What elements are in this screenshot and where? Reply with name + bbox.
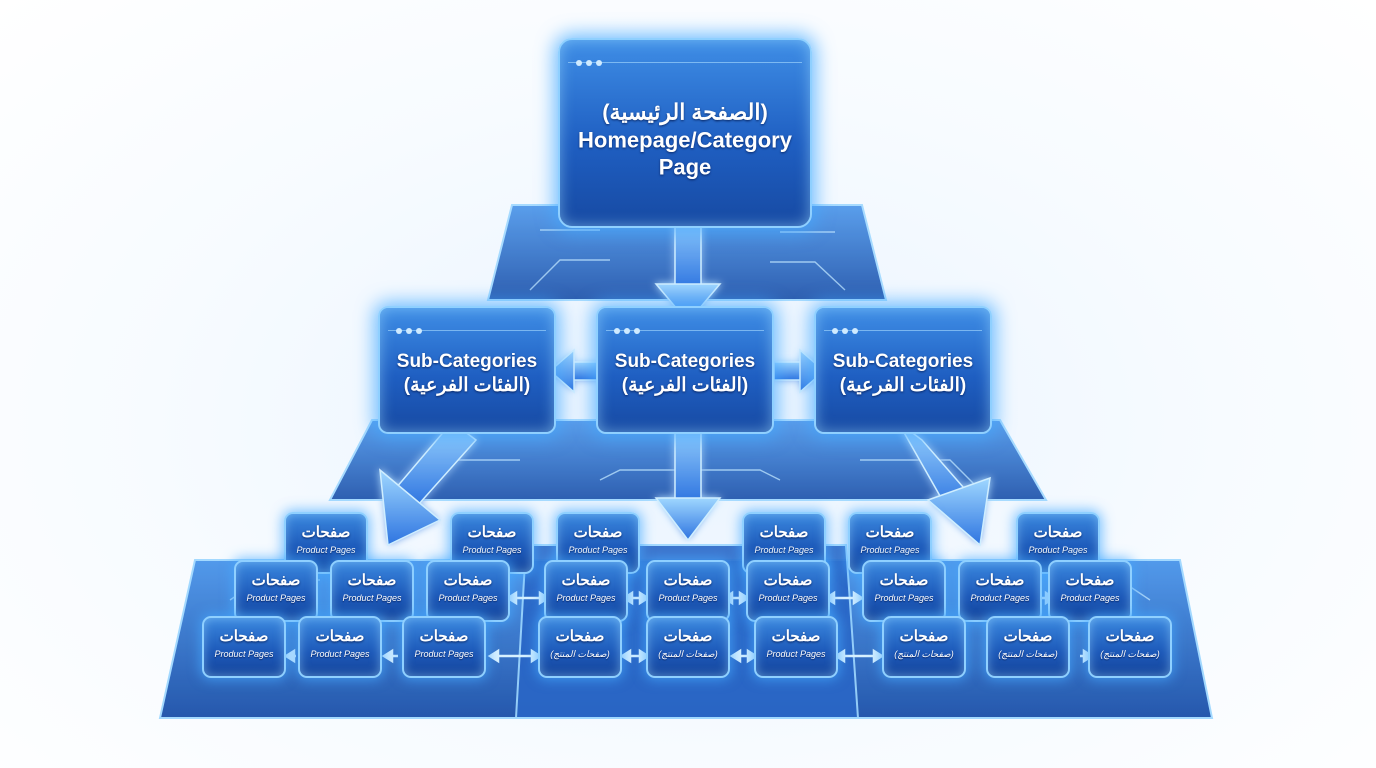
product-card-arabic: صفحات: [573, 524, 623, 541]
product-card: صفحات (صفحات المنتج): [538, 616, 622, 678]
product-card: صفحات (صفحات المنتج): [882, 616, 966, 678]
product-card: صفحات Product Pages: [426, 560, 510, 622]
product-card-arabic: صفحات: [663, 572, 713, 589]
product-card-arabic: صفحات: [879, 572, 929, 589]
product-card-english: Product Pages: [754, 545, 814, 555]
product-card-english: (صفحات المنتج): [1100, 649, 1160, 659]
product-card: صفحات Product Pages: [330, 560, 414, 622]
product-card-arabic: صفحات: [219, 628, 269, 645]
product-card-english: (صفحات المنتج): [894, 649, 954, 659]
product-card-arabic: صفحات: [1033, 524, 1083, 541]
product-card: صفحات Product Pages: [284, 512, 368, 574]
window-titlebar: [388, 316, 546, 334]
product-card: صفحات (صفحات المنتج): [646, 616, 730, 678]
product-card: صفحات (صفحات المنتج): [986, 616, 1070, 678]
product-card-arabic: صفحات: [443, 572, 493, 589]
subcategory-label-arabic: (الفئات الفرعية): [621, 374, 749, 396]
homepage-node: (الصفحة الرئيسية) Homepage/Category Page: [558, 38, 812, 228]
product-card-english: Product Pages: [1028, 545, 1088, 555]
product-card: صفحات Product Pages: [234, 560, 318, 622]
product-card: صفحات Product Pages: [746, 560, 830, 622]
product-card-arabic: صفحات: [419, 628, 469, 645]
product-card: صفحات Product Pages: [298, 616, 382, 678]
product-card: صفحات Product Pages: [958, 560, 1042, 622]
product-card-english: Product Pages: [438, 593, 498, 603]
product-card-arabic: صفحات: [555, 628, 605, 645]
product-card: صفحات (صفحات المنتج): [1088, 616, 1172, 678]
product-card-english: Product Pages: [568, 545, 628, 555]
window-titlebar: [824, 316, 982, 334]
arrow-sub-mid-to-products: [654, 421, 722, 542]
window-dots-icon: [396, 319, 426, 338]
window-dots-icon: [832, 319, 862, 338]
product-card-english: Product Pages: [556, 593, 616, 603]
subcategory-label: Sub-Categories (الفئات الفرعية): [598, 350, 772, 398]
product-card-english: Product Pages: [874, 593, 934, 603]
product-card: صفحات Product Pages: [646, 560, 730, 622]
product-card-english: Product Pages: [296, 545, 356, 555]
product-card-arabic: صفحات: [301, 524, 351, 541]
homepage-label: (الصفحة الرئيسية) Homepage/Category Page: [560, 98, 810, 181]
product-card: صفحات Product Pages: [862, 560, 946, 622]
product-card-arabic: صفحات: [865, 524, 915, 541]
homepage-label-english: Homepage/Category: [578, 126, 792, 152]
arrow-sub-to-right: [773, 348, 826, 394]
product-card-english: Product Pages: [342, 593, 402, 603]
arrow-sub-left-to-products: [379, 420, 478, 547]
product-card: صفحات Product Pages: [544, 560, 628, 622]
product-card-english: (صفحات المنتج): [998, 649, 1058, 659]
subcategory-label: Sub-Categories (الفئات الفرعية): [816, 350, 990, 398]
window-dots-icon: [576, 51, 606, 70]
product-card-english: (صفحات المنتج): [658, 649, 718, 659]
subcategory-label-arabic: (الفئات الفرعية): [839, 374, 967, 396]
product-card-arabic: صفحات: [561, 572, 611, 589]
product-card-arabic: صفحات: [315, 628, 365, 645]
subcategory-label-arabic: (الفئات الفرعية): [403, 374, 531, 396]
subcategory-label-english: Sub-Categories: [614, 351, 756, 373]
product-card-arabic: صفحات: [251, 572, 301, 589]
product-card-english: Product Pages: [310, 649, 370, 659]
product-card-arabic: صفحات: [1105, 628, 1155, 645]
product-card-arabic: صفحات: [975, 572, 1025, 589]
product-card: صفحات Product Pages: [1048, 560, 1132, 622]
product-card-english: Product Pages: [1060, 593, 1120, 603]
product-card: صفحات Product Pages: [754, 616, 838, 678]
arrow-sub-to-left: [548, 348, 601, 394]
product-card-arabic: صفحات: [763, 572, 813, 589]
homepage-label-english-2: Page: [658, 154, 712, 180]
product-card-english: (صفحات المنتج): [550, 649, 610, 659]
product-card-english: Product Pages: [414, 649, 474, 659]
product-card-arabic: صفحات: [467, 524, 517, 541]
product-card-english: Product Pages: [214, 649, 274, 659]
subcategory-node-right: Sub-Categories (الفئات الفرعية): [814, 306, 992, 434]
product-card-arabic: صفحات: [1003, 628, 1053, 645]
window-titlebar: [606, 316, 764, 334]
arrow-sub-right-to-products: [897, 421, 991, 547]
product-card-arabic: صفحات: [663, 628, 713, 645]
product-card-english: Product Pages: [766, 649, 826, 659]
subcategory-label-english: Sub-Categories: [396, 351, 538, 373]
homepage-label-arabic: (الصفحة الرئيسية): [602, 99, 768, 125]
product-card-arabic: صفحات: [347, 572, 397, 589]
product-card-arabic: صفحات: [771, 628, 821, 645]
product-card: صفحات Product Pages: [402, 616, 486, 678]
window-titlebar: [568, 48, 802, 66]
window-dots-icon: [614, 319, 644, 338]
product-card-english: Product Pages: [246, 593, 306, 603]
product-card-english: Product Pages: [462, 545, 522, 555]
subcategory-node-left: Sub-Categories (الفئات الفرعية): [378, 306, 556, 434]
product-card-english: Product Pages: [758, 593, 818, 603]
product-card-arabic: صفحات: [899, 628, 949, 645]
product-card: صفحات Product Pages: [202, 616, 286, 678]
product-card-english: Product Pages: [860, 545, 920, 555]
subcategory-label-english: Sub-Categories: [832, 351, 974, 373]
subcategory-node-middle: Sub-Categories (الفئات الفرعية): [596, 306, 774, 434]
product-card-arabic: صفحات: [759, 524, 809, 541]
product-card-arabic: صفحات: [1065, 572, 1115, 589]
product-card-english: Product Pages: [658, 593, 718, 603]
product-card-english: Product Pages: [970, 593, 1030, 603]
subcategory-label: Sub-Categories (الفئات الفرعية): [380, 350, 554, 398]
